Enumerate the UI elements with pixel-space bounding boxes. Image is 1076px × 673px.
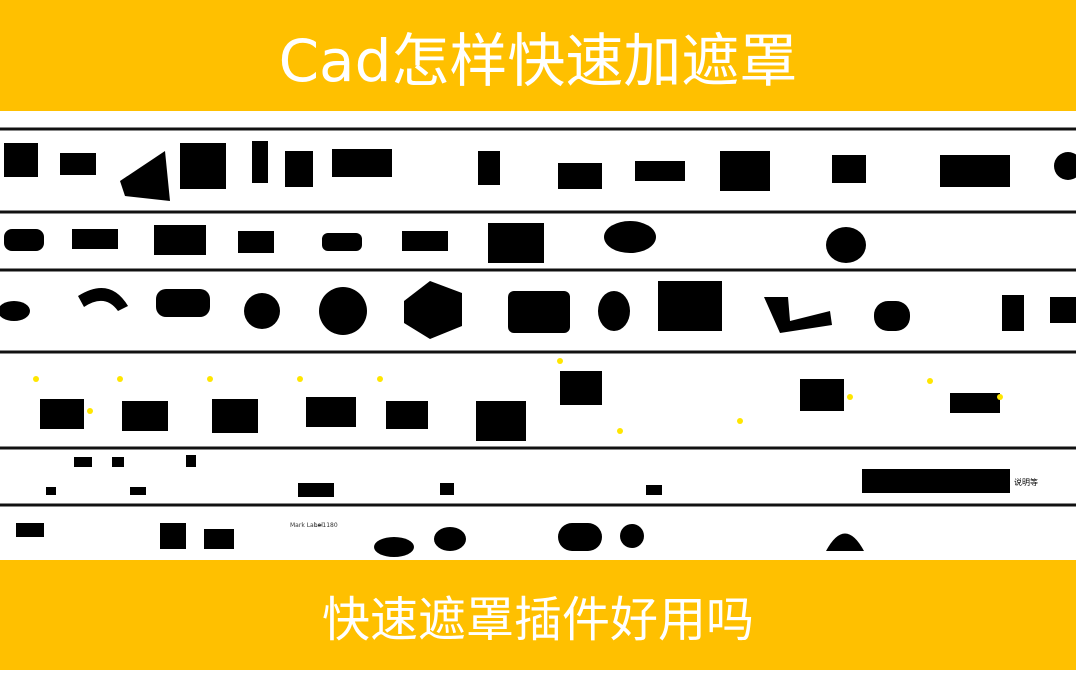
page-title: Cad怎样快速加遮罩 xyxy=(278,26,798,95)
symbol-block xyxy=(298,483,334,497)
small-label-mark: Mark Label xyxy=(290,522,323,529)
misc-block xyxy=(16,523,44,537)
misc-block xyxy=(558,523,602,551)
misc-block xyxy=(826,533,864,551)
round-block xyxy=(1002,295,1024,331)
sofa-set-block xyxy=(212,399,258,433)
sectional-block xyxy=(402,231,448,251)
sectional-block xyxy=(322,233,362,251)
cad-blocks-svg: 说明等 Mark Label L=1180 xyxy=(0,127,1076,557)
sofa-block xyxy=(252,141,268,183)
symbol-block xyxy=(186,455,196,467)
cad-drawing-canvas[interactable]: 说明等 Mark Label L=1180 xyxy=(0,111,1076,560)
round-block xyxy=(508,291,570,333)
sectional-block xyxy=(72,229,118,249)
row-small-furniture-symbols: 说明等 xyxy=(46,455,1038,497)
sectional-block xyxy=(826,227,866,263)
sofa-block xyxy=(558,163,602,189)
sectional-block xyxy=(238,231,274,253)
sofa-set-block xyxy=(386,401,428,429)
sofa-set-block xyxy=(800,379,844,411)
sofa-block xyxy=(940,155,1010,187)
round-block xyxy=(1050,297,1076,323)
round-block xyxy=(78,288,128,311)
sofa-block xyxy=(4,143,38,177)
sofa-block xyxy=(332,149,392,177)
sofa-block xyxy=(478,151,500,185)
symbol-block xyxy=(46,487,56,495)
sofa-block xyxy=(285,151,313,187)
misc-block xyxy=(434,527,466,551)
yellow-highlight-dots xyxy=(33,358,1003,434)
misc-block xyxy=(204,529,234,549)
row-sectional-sofa-plans xyxy=(4,221,866,263)
sofa-block xyxy=(1054,152,1076,180)
symbol-block xyxy=(646,485,662,495)
misc-block xyxy=(374,537,414,557)
symbol-block xyxy=(74,457,92,467)
sofa-block xyxy=(120,151,170,201)
title-banner: Cad怎样快速加遮罩 xyxy=(0,0,1076,111)
sofa-block xyxy=(60,153,96,175)
round-block xyxy=(658,281,722,331)
sofa-set-block xyxy=(950,393,1000,413)
symbol-block xyxy=(862,469,1010,493)
sofa-block xyxy=(635,161,685,181)
sofa-set-block xyxy=(560,371,602,405)
round-block xyxy=(0,301,30,321)
round-block xyxy=(244,293,280,329)
subtitle-banner: 快速遮罩插件好用吗 xyxy=(0,560,1076,670)
small-label-dimension: L=1180 xyxy=(314,522,338,529)
round-block xyxy=(598,291,630,331)
round-block xyxy=(764,297,832,333)
round-block xyxy=(874,301,910,331)
sofa-set-block xyxy=(40,399,84,429)
misc-block xyxy=(620,524,644,548)
row-dividers xyxy=(0,127,1076,507)
page-subtitle: 快速遮罩插件好用吗 xyxy=(321,592,754,648)
row-round-seating-plans xyxy=(0,281,1076,339)
symbol-block xyxy=(440,483,454,495)
sofa-set-block xyxy=(122,401,168,431)
sofa-block xyxy=(720,151,770,191)
sectional-block xyxy=(154,225,206,255)
sectional-block xyxy=(604,221,656,253)
sofa-block xyxy=(180,143,226,189)
round-block xyxy=(156,289,210,317)
row-sofa-group-plans xyxy=(4,141,1076,201)
round-block xyxy=(319,287,367,335)
symbol-block xyxy=(112,457,124,467)
sectional-block xyxy=(4,229,44,251)
sofa-set-block xyxy=(306,397,356,427)
row-misc-block-symbols: Mark Label L=1180 xyxy=(16,522,864,557)
row-sofa-set-plans xyxy=(33,358,1003,441)
sofa-block xyxy=(832,155,866,183)
sectional-block xyxy=(488,223,544,263)
sofa-set-block xyxy=(476,401,526,441)
misc-block xyxy=(160,523,186,549)
symbol-block xyxy=(130,487,146,495)
round-block xyxy=(404,281,462,339)
small-label-note: 说明等 xyxy=(1014,477,1038,487)
